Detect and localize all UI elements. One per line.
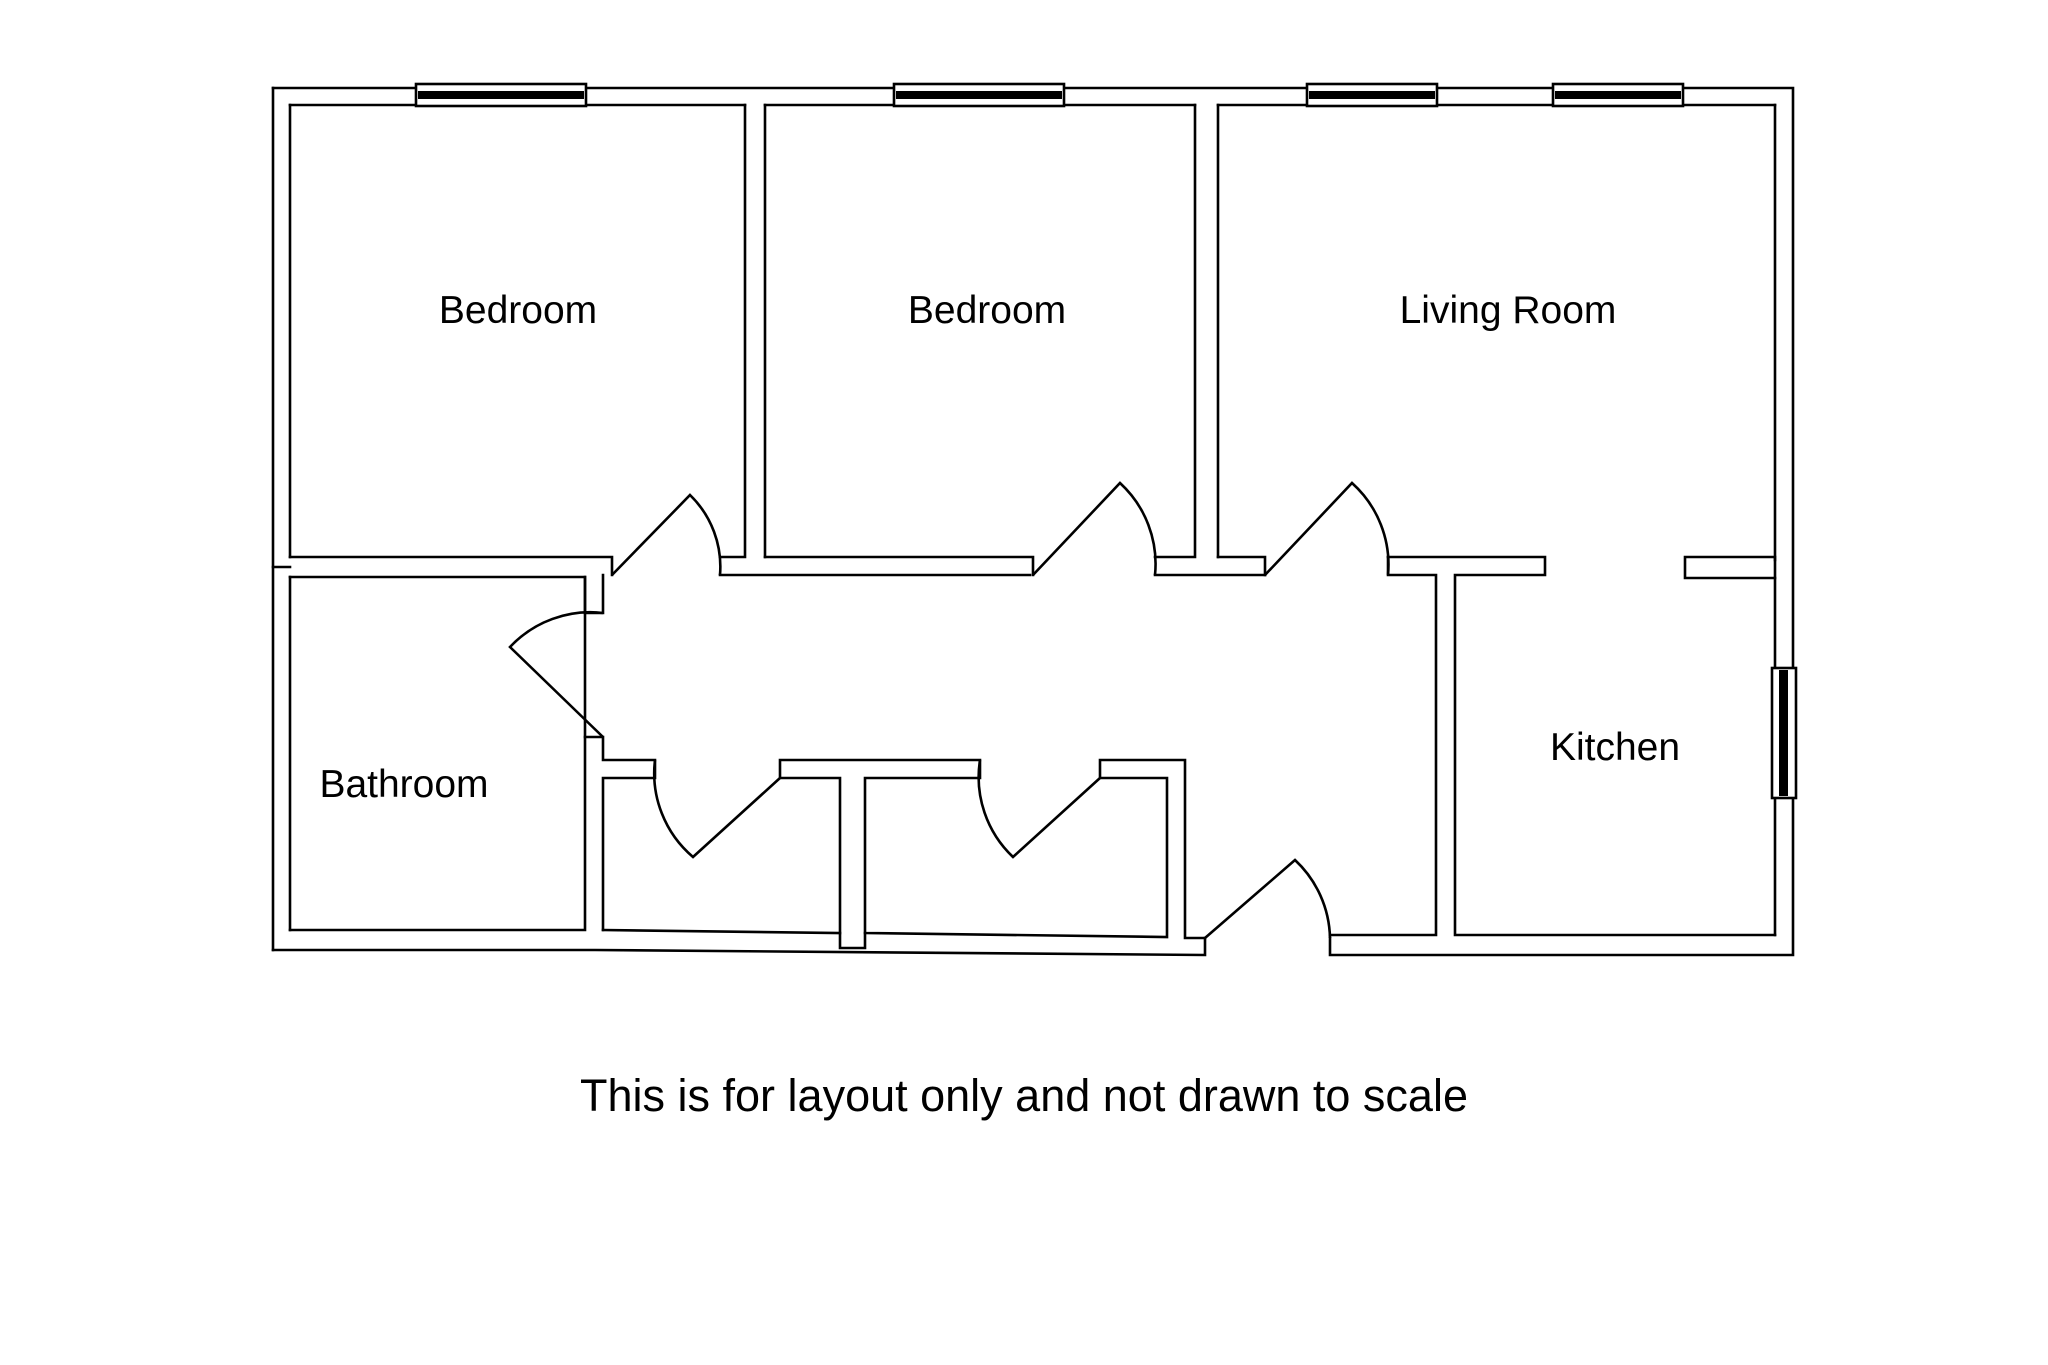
window-bedroom-1: [414, 82, 588, 108]
door-living-room: [1264, 481, 1390, 576]
scale-disclaimer: This is for layout only and not drawn to…: [580, 1070, 1468, 1121]
window-living-room-1: [1305, 82, 1439, 108]
label-kitchen: Kitchen: [1550, 726, 1680, 769]
label-living-room: Living Room: [1400, 289, 1617, 332]
bathroom-walls: [288, 573, 657, 932]
doors: [508, 481, 1390, 939]
door-bathroom: [508, 611, 604, 738]
door-bedroom-2: [1032, 481, 1157, 576]
door-closet-1: [652, 759, 781, 859]
living-room-walls: [1216, 555, 1777, 937]
door-closet-2: [977, 759, 1101, 859]
label-bathroom: Bathroom: [319, 763, 488, 806]
label-bedroom-2: Bedroom: [908, 289, 1066, 332]
bedroom-1-walls: [288, 103, 1032, 577]
closet-walls: [601, 758, 1207, 950]
room-labels: Bedroom Bedroom Living Room Bathroom Kit…: [319, 289, 1680, 806]
door-bedroom-1: [611, 493, 722, 576]
window-bedroom-2: [892, 82, 1066, 108]
bedroom-2-walls: [763, 103, 1267, 577]
label-bedroom-1: Bedroom: [439, 289, 597, 332]
outer-walls: [271, 86, 1795, 957]
door-entrance: [1204, 858, 1332, 939]
window-living-room-2: [1551, 82, 1685, 108]
window-kitchen: [1770, 666, 1798, 800]
windows: [414, 82, 1798, 800]
